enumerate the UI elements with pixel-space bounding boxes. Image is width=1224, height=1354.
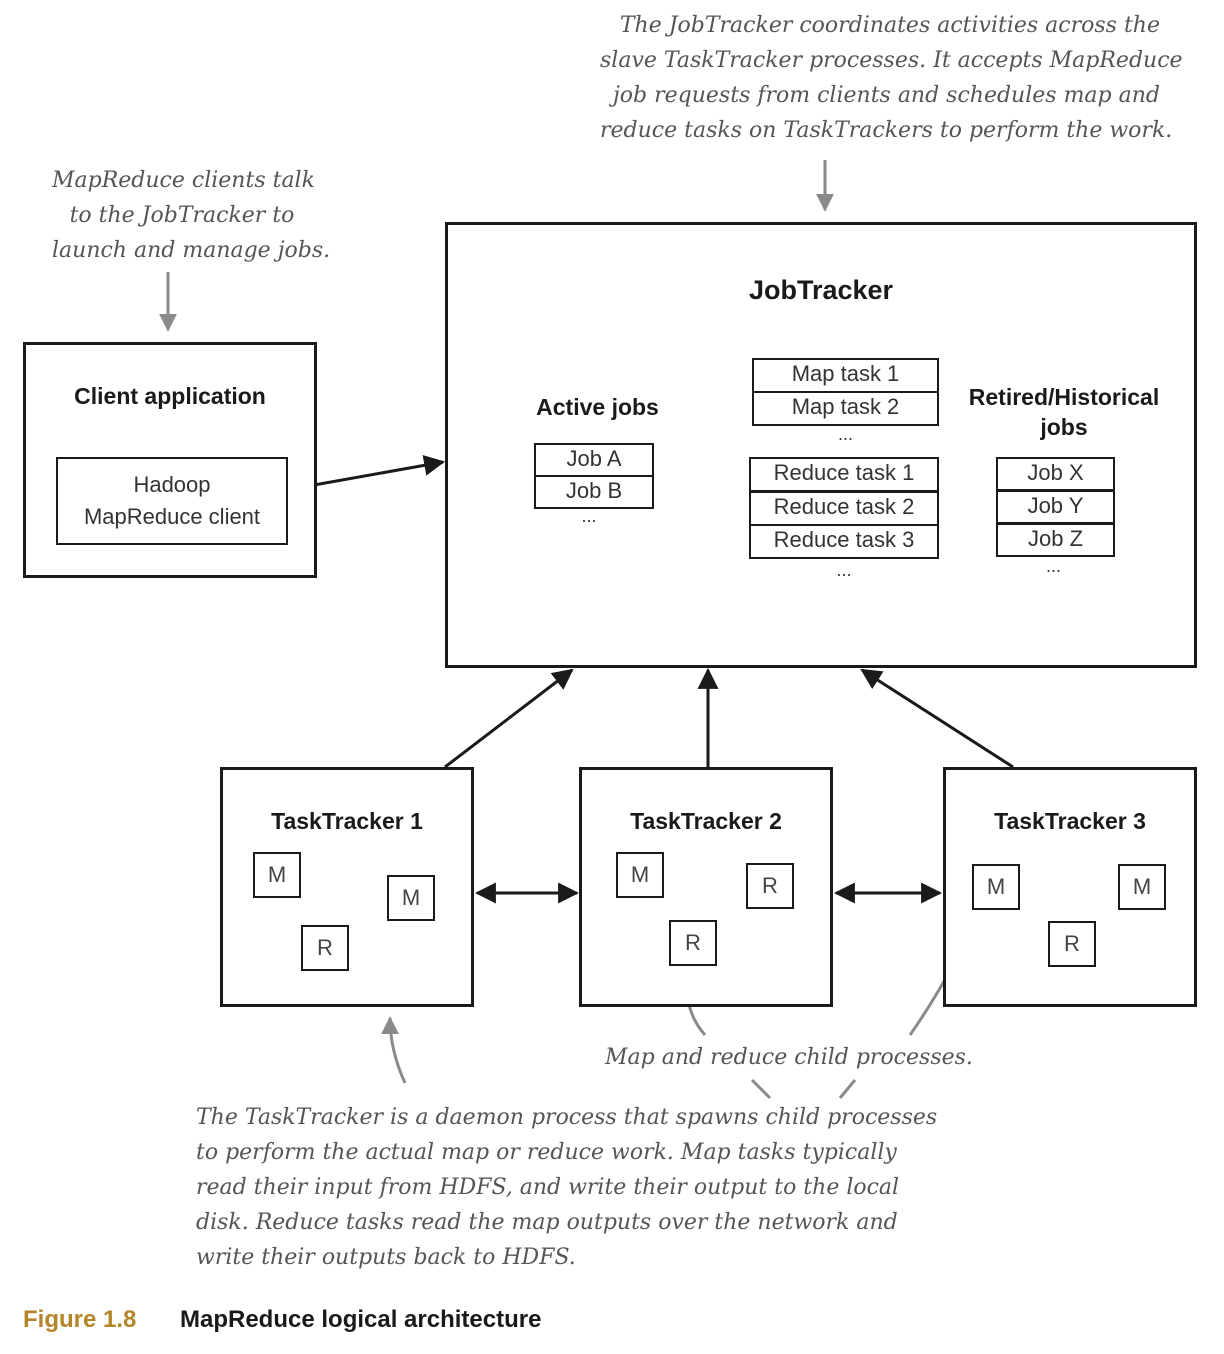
note-line: The TaskTracker is a daemon process that… bbox=[196, 1105, 938, 1130]
client-application-box: Client application Hadoop MapReduce clie… bbox=[23, 342, 317, 578]
child-note-tick-right bbox=[838, 1079, 857, 1099]
note-line: The JobTracker coordinates activities ac… bbox=[619, 13, 1160, 38]
map-task-1-cell: Map task 1 bbox=[752, 358, 939, 393]
active-jobs-label: Active jobs bbox=[536, 394, 659, 420]
reduce-process: R bbox=[669, 920, 717, 966]
map-process: M bbox=[1118, 864, 1166, 910]
retired-label-line: Retired/Historical bbox=[968, 384, 1160, 410]
tasktracker-3-title: TaskTracker 3 bbox=[994, 808, 1146, 834]
child-note-tick-left bbox=[750, 1078, 772, 1100]
jobtracker-box bbox=[445, 222, 1197, 668]
retired-jobs-ellipsis: ... bbox=[1045, 556, 1061, 576]
jobtracker-annotation: The JobTracker coordinates activities ac… bbox=[600, 8, 1183, 148]
note-line: launch and manage jobs. bbox=[52, 238, 331, 263]
note-line: MapReduce clients talk bbox=[52, 168, 315, 193]
figure-label: Figure 1.8 bbox=[23, 1306, 137, 1333]
note-line: to the JobTracker to bbox=[69, 203, 295, 228]
note-line: job requests from clients and schedules … bbox=[612, 83, 1160, 108]
active-jobs-ellipsis: ... bbox=[581, 506, 597, 526]
retired-jobs-label: Retired/Historical jobs bbox=[955, 382, 1173, 442]
child-processes-annotation: Map and reduce child processes. bbox=[605, 1045, 973, 1070]
job-y-cell: Job Y bbox=[996, 490, 1115, 524]
tasktracker-1-box: TaskTracker 1 M M R bbox=[220, 767, 474, 1007]
tasktracker-annotation: The TaskTracker is a daemon process that… bbox=[196, 1100, 937, 1275]
map-process: M bbox=[972, 864, 1020, 910]
tt1-to-jobtracker-arrow bbox=[444, 668, 574, 769]
jobtracker-title: JobTracker bbox=[748, 275, 894, 305]
tasktracker-2-box: TaskTracker 2 M R R bbox=[579, 767, 833, 1007]
job-x-cell: Job X bbox=[996, 457, 1115, 491]
reduce-process: R bbox=[301, 925, 349, 971]
job-a-cell: Job A bbox=[534, 443, 654, 477]
client-application-title: Client application bbox=[74, 383, 266, 409]
map-process: M bbox=[616, 852, 664, 898]
note-line: reduce tasks on TaskTrackers to perform … bbox=[600, 118, 1173, 143]
retired-label-line: jobs bbox=[1040, 414, 1088, 440]
job-b-cell: Job B bbox=[534, 475, 654, 509]
tt3-to-jobtracker-arrow bbox=[860, 668, 1014, 769]
client-annotation: MapReduce clients talk to the JobTracker… bbox=[52, 163, 331, 268]
tasktracker-3-box: TaskTracker 3 M M R bbox=[943, 767, 1197, 1007]
reduce-process: R bbox=[1048, 921, 1096, 967]
map-process: M bbox=[253, 852, 301, 898]
note-line: to perform the actual map or reduce work… bbox=[196, 1140, 897, 1165]
job-z-cell: Job Z bbox=[996, 523, 1115, 557]
reduce-task-3-cell: Reduce task 3 bbox=[749, 524, 939, 559]
tasktracker-note-arrow bbox=[381, 1016, 407, 1084]
note-line: disk. Reduce tasks read the map outputs … bbox=[196, 1210, 898, 1235]
note-line: slave TaskTracker processes. It accepts … bbox=[600, 48, 1183, 73]
figure-caption: MapReduce logical architecture bbox=[180, 1306, 542, 1333]
note-line: write their outputs back to HDFS. bbox=[196, 1245, 576, 1270]
client-inner-line: Hadoop bbox=[133, 472, 211, 497]
map-process: M bbox=[387, 875, 435, 921]
reduce-process: R bbox=[746, 863, 794, 909]
reduce-task-2-cell: Reduce task 2 bbox=[749, 491, 939, 526]
tasktracker-2-title: TaskTracker 2 bbox=[630, 808, 782, 834]
client-inner-line: MapReduce client bbox=[83, 504, 261, 529]
reduce-task-1-cell: Reduce task 1 bbox=[749, 457, 939, 492]
note-line: read their input from HDFS, and write th… bbox=[196, 1175, 900, 1200]
mapreduce-client-box: Hadoop MapReduce client bbox=[56, 457, 288, 545]
tasktracker-1-title: TaskTracker 1 bbox=[271, 808, 423, 834]
reduce-tasks-ellipsis: ... bbox=[836, 560, 852, 580]
map-task-2-cell: Map task 2 bbox=[752, 391, 939, 426]
map-tasks-ellipsis: ... bbox=[837, 424, 853, 444]
